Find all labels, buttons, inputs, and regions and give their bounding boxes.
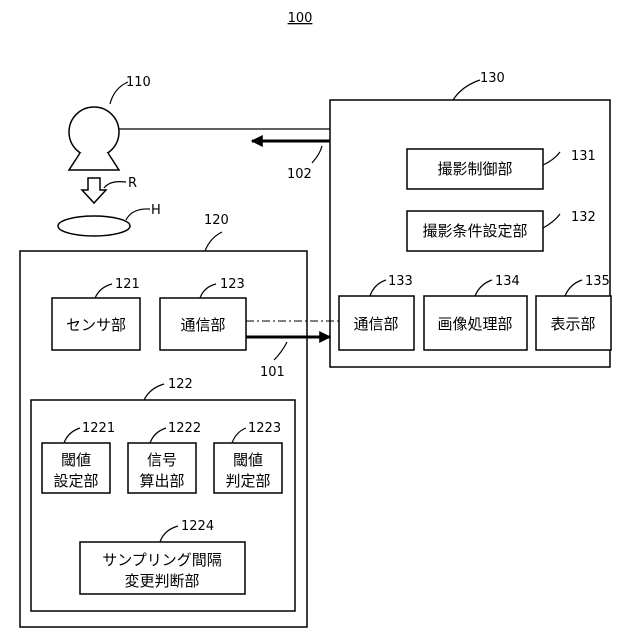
- processor-ref: 122: [168, 377, 193, 392]
- xray-source-icon: [69, 107, 119, 170]
- threshold-judge-label-2: 判定部: [225, 472, 270, 490]
- imaging-control-ref: 131: [571, 149, 596, 164]
- control-unit-ref: 130: [480, 71, 505, 86]
- threshold-judge-label-1: 閾値: [233, 451, 263, 469]
- leader-line: [104, 182, 126, 188]
- radiation-label: R: [128, 176, 137, 191]
- detector-comm-ref: 123: [220, 277, 245, 292]
- threshold-setting-label-2: 設定部: [53, 472, 98, 490]
- detector-comm-label: 通信部: [180, 316, 225, 334]
- sampling-judge-label-2: 変更判断部: [124, 572, 199, 590]
- sampling-judge-ref: 1224: [181, 519, 214, 534]
- diagram-title: 100: [288, 11, 313, 26]
- subject-ellipse: [58, 216, 130, 236]
- imaging-control-label: 撮影制御部: [437, 160, 512, 178]
- leader-line: [453, 80, 480, 100]
- image-processing-ref: 134: [495, 274, 520, 289]
- control-comm-label: 通信部: [353, 315, 398, 333]
- signal-calc-label-2: 算出部: [139, 472, 184, 490]
- sensor-label: センサ部: [66, 316, 126, 334]
- threshold-setting-label-1: 閾値: [61, 451, 91, 469]
- sensor-ref: 121: [115, 277, 140, 292]
- display-ref: 135: [585, 274, 610, 289]
- xray-source-ref: 110: [126, 75, 151, 90]
- threshold-setting-ref: 1221: [82, 421, 115, 436]
- signal-101-ref: 101: [260, 365, 285, 380]
- threshold-judge-ref: 1223: [248, 421, 281, 436]
- imaging-conditions-ref: 132: [571, 210, 596, 225]
- leader-line: [312, 146, 322, 163]
- sampling-judge-label-1: サンプリング間隔: [102, 551, 222, 569]
- control-comm-ref: 133: [388, 274, 413, 289]
- subject-label: H: [151, 203, 161, 218]
- signal-102-ref: 102: [287, 167, 312, 182]
- leader-line: [126, 209, 150, 220]
- signal-calc-label-1: 信号: [147, 451, 177, 469]
- detector-ref: 120: [204, 213, 229, 228]
- radiation-arrow-icon: [82, 178, 106, 203]
- imaging-conditions-label: 撮影条件設定部: [422, 222, 527, 240]
- leader-line: [205, 232, 222, 251]
- display-label: 表示部: [550, 315, 595, 333]
- image-processing-label: 画像処理部: [437, 315, 512, 333]
- signal-calc-ref: 1222: [168, 421, 201, 436]
